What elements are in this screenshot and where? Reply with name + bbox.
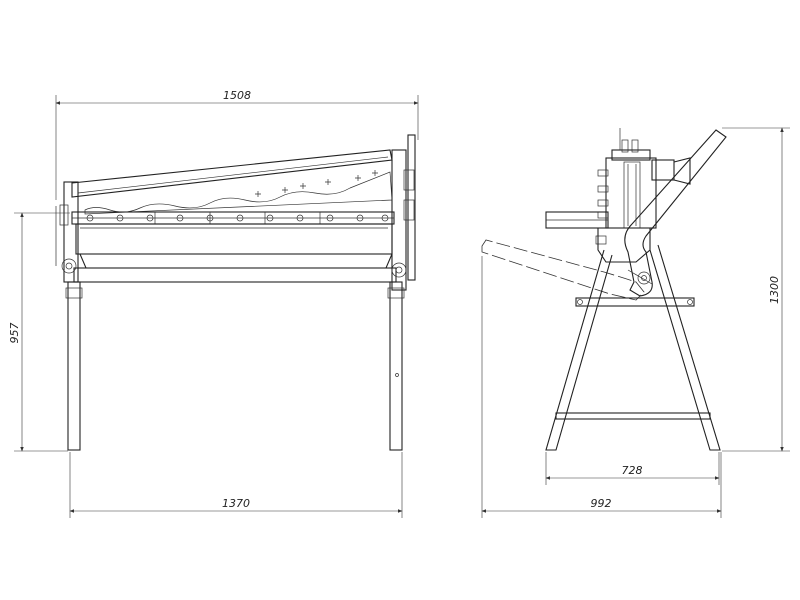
- side-stand-crossbar: [575, 297, 695, 307]
- dim-front-base-width: 1370: [222, 497, 250, 510]
- dimension-lines: 1508 957 1370 1300 728 992: [8, 89, 790, 518]
- side-lower-stretcher: [555, 412, 711, 420]
- dim-front-overall-width: 1508: [223, 89, 251, 102]
- front-support-beam: [79, 253, 393, 269]
- dim-front-height: 957: [8, 323, 21, 344]
- side-head-block: [605, 157, 657, 229]
- side-bending-handle: [624, 129, 727, 297]
- side-handle-phantom: [481, 239, 645, 301]
- side-hinge-block: [597, 227, 651, 263]
- dim-side-height: 1300: [768, 276, 781, 304]
- dim-side-base-width: 728: [622, 464, 643, 477]
- side-left-leg: [545, 249, 613, 451]
- front-view: [55, 134, 416, 451]
- side-right-leg: [649, 244, 721, 451]
- front-right-handle-rod: [407, 134, 416, 281]
- front-upper-blade: [71, 149, 393, 198]
- front-lower-frame: [75, 223, 393, 255]
- front-right-leg: [389, 281, 403, 451]
- front-left-leg: [67, 281, 81, 451]
- side-view: [481, 128, 727, 451]
- dim-side-overall-depth: 992: [591, 497, 612, 510]
- front-bolt-marks: [255, 170, 378, 197]
